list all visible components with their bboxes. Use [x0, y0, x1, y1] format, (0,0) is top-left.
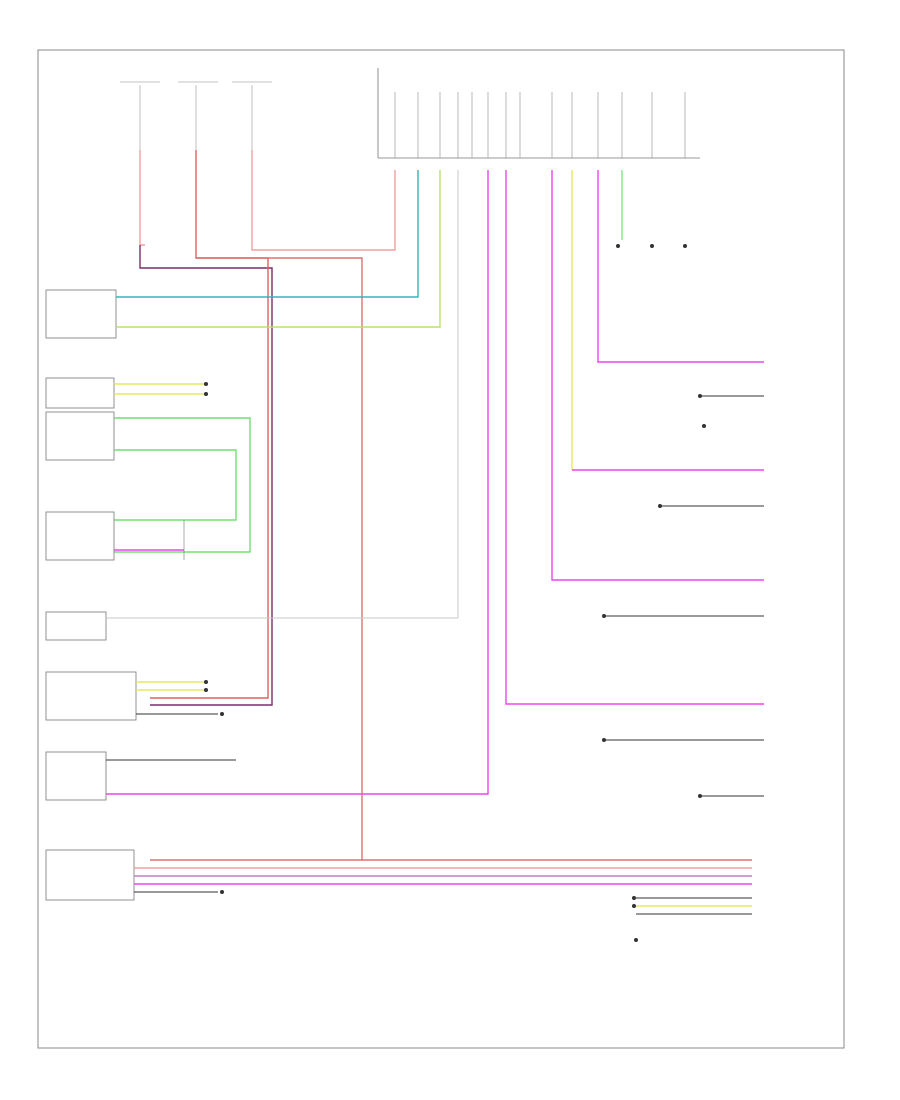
right-bottom-module: [632, 896, 752, 915]
diagram-frame: [37, 49, 845, 1049]
right-target-2: [698, 394, 764, 398]
ground-7: [702, 424, 706, 428]
right-target-4: [658, 504, 764, 508]
w-purple-fuse1: [139, 245, 273, 706]
grounds: [220, 244, 706, 942]
left-module-4: [45, 671, 218, 721]
body-control-module: [377, 68, 700, 159]
module-pin-stubs: [394, 92, 686, 158]
right-targets: [602, 394, 764, 798]
w-magenta-left: [106, 170, 489, 795]
bottom-bus-wires: [134, 867, 752, 893]
ground-4: [220, 712, 224, 716]
left-connector-group-2: [45, 411, 251, 553]
top-fuse-3: [232, 81, 272, 150]
ground-1: [616, 244, 620, 248]
bottom-left-module: [45, 849, 135, 901]
w-magenta-right-1: [597, 170, 764, 363]
left-module-1: [45, 289, 117, 339]
w-lightpink-fuse3: [251, 150, 396, 251]
right-target-8: [602, 738, 764, 742]
w-magenta-right-2: [551, 170, 764, 581]
ground-6: [634, 938, 638, 942]
top-fuse-1: [120, 81, 160, 150]
w-magenta-right-3: [505, 170, 764, 705]
left-module-5: [45, 170, 489, 801]
w-pink-fuse1: [139, 150, 145, 246]
left-module-2: [45, 511, 185, 561]
ground-2: [650, 244, 654, 248]
w-bottom-bus: [150, 257, 363, 861]
ground-5: [220, 890, 224, 894]
right-target-6: [602, 614, 764, 618]
w-teal: [116, 170, 419, 298]
left-module-3: [45, 170, 459, 641]
right-target-9: [698, 794, 764, 798]
top-fuse-2: [178, 81, 218, 150]
w-lime: [116, 170, 441, 328]
ground-3: [683, 244, 687, 248]
left-connector-group-1: [45, 377, 208, 409]
